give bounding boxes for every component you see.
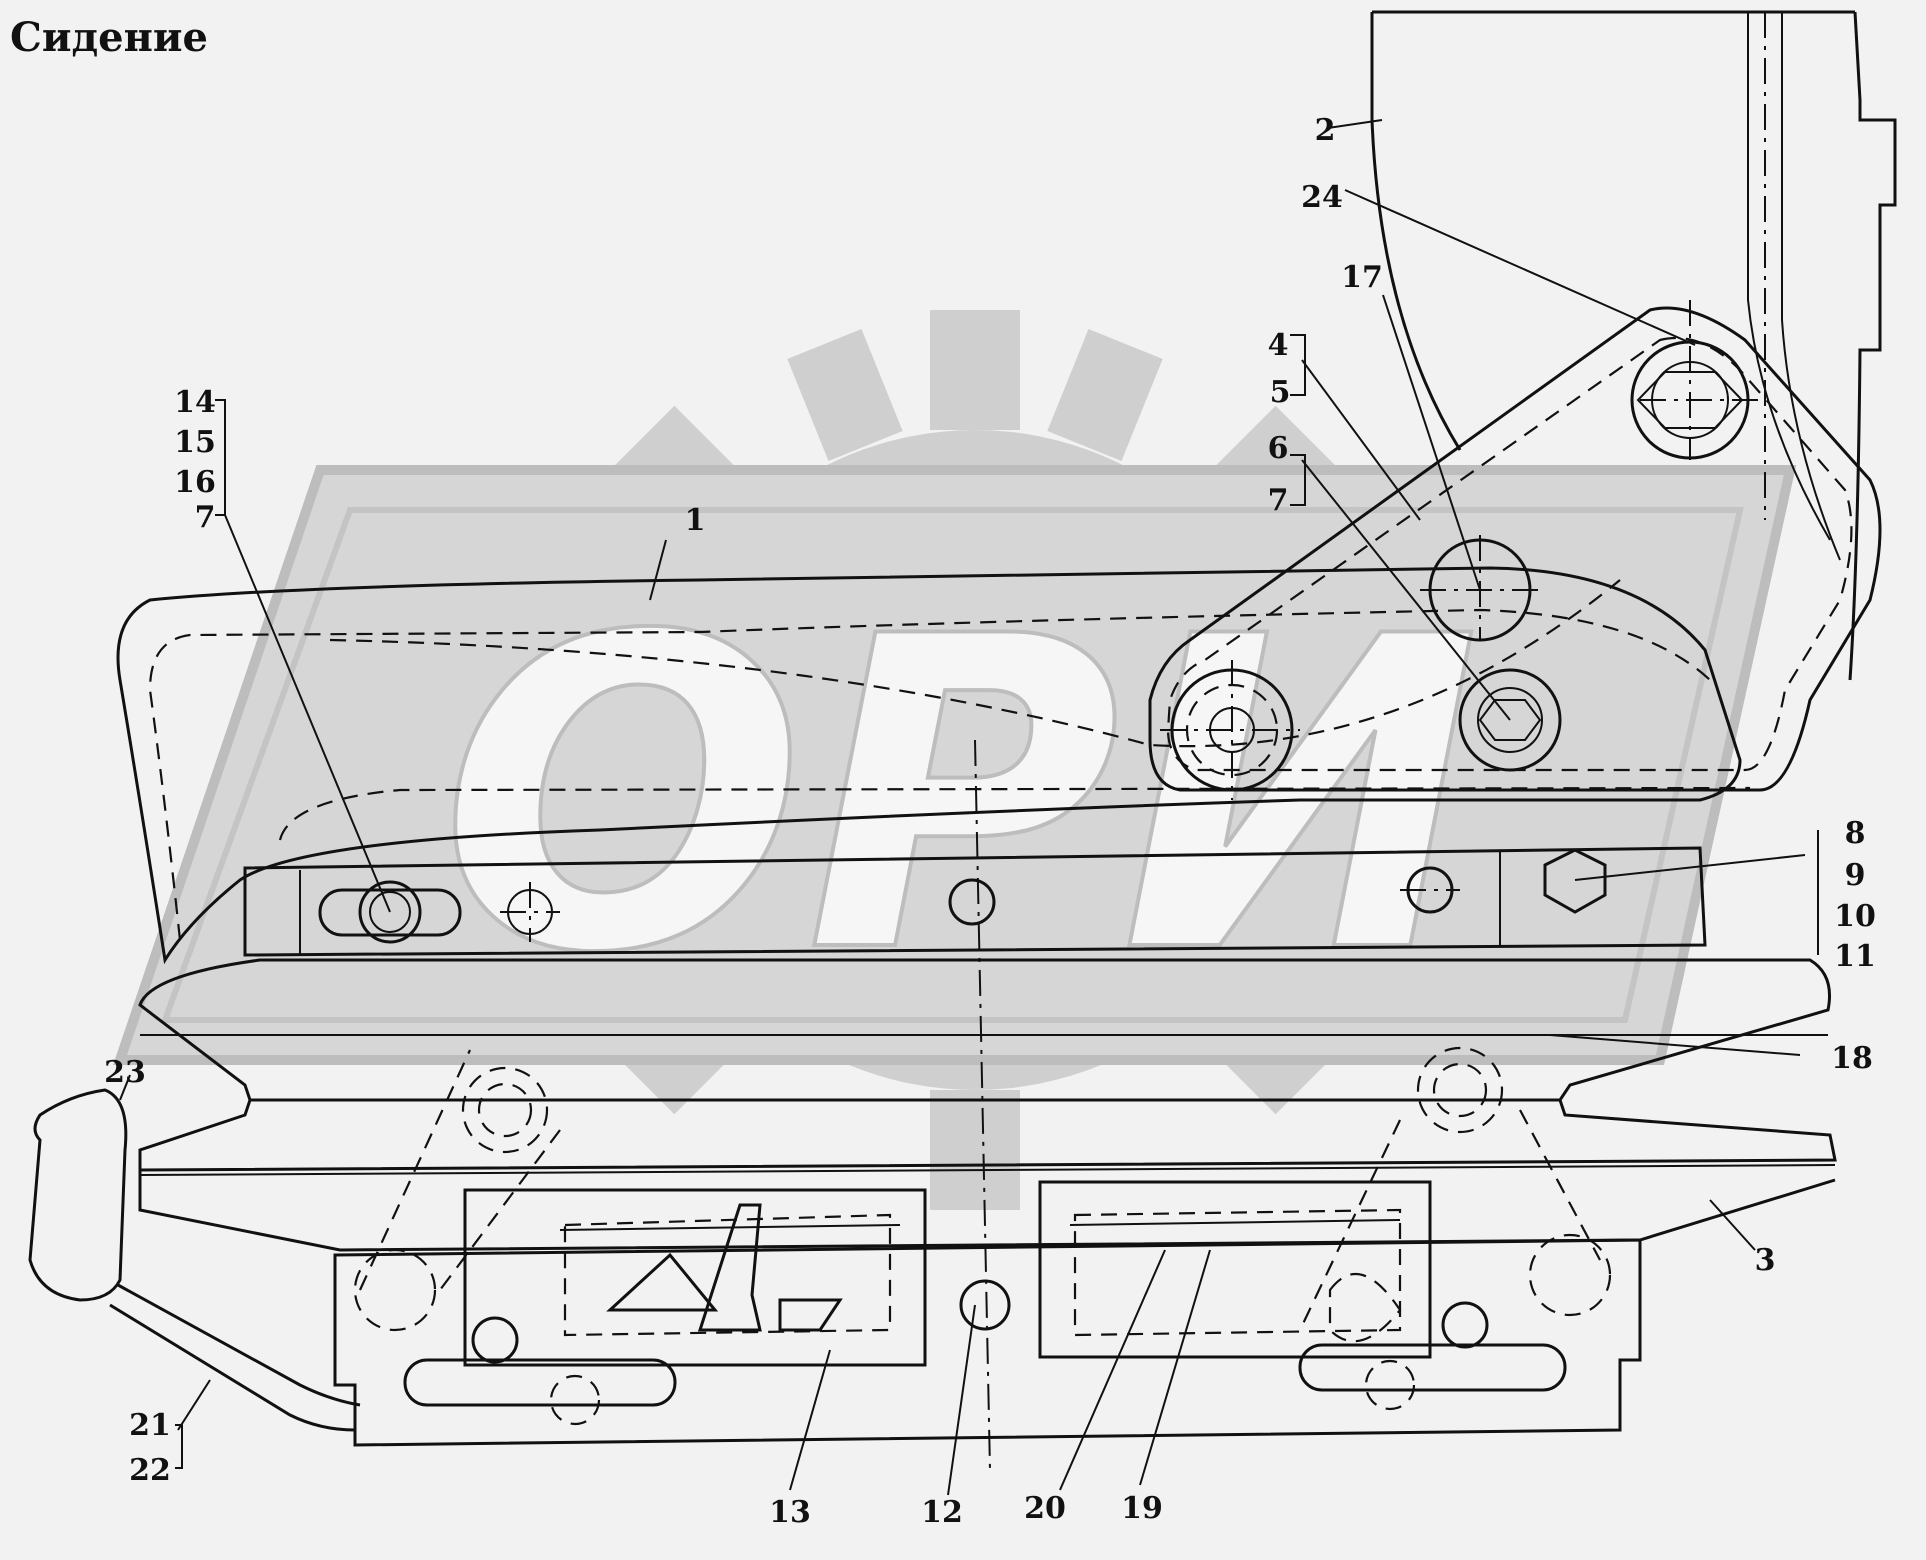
callout-9: 9 — [1845, 858, 1866, 893]
callout-7b: 7 — [1268, 483, 1289, 518]
callout-14: 14 — [174, 385, 216, 420]
callout-16: 16 — [174, 465, 216, 500]
callout-labels: 1 2 3 4 5 6 7 8 9 10 11 12 13 14 15 16 7… — [104, 113, 1876, 1530]
callout-20: 20 — [1024, 1491, 1066, 1526]
seat-base — [28, 739, 1642, 1471]
seat-cushion — [116, 566, 1751, 965]
callout-4: 4 — [1268, 328, 1289, 363]
callout-23: 23 — [104, 1055, 146, 1090]
diagram-title: Сидение — [10, 14, 209, 61]
callout-8: 8 — [1845, 816, 1866, 851]
callout-6: 6 — [1268, 431, 1289, 466]
leader-lines — [119, 119, 1819, 1496]
backrest — [1370, 10, 1897, 681]
callout-18: 18 — [1831, 1041, 1873, 1076]
callout-11: 11 — [1834, 939, 1876, 974]
suspension-bellows — [138, 958, 1837, 1252]
callout-2: 2 — [1315, 113, 1336, 148]
callout-24: 24 — [1301, 180, 1343, 215]
watermark-text: ОРИ — [440, 547, 1481, 1047]
callout-22: 22 — [129, 1453, 171, 1488]
callout-3: 3 — [1755, 1243, 1776, 1278]
callout-21: 21 — [129, 1408, 171, 1443]
callout-17: 17 — [1341, 260, 1383, 295]
callout-10: 10 — [1834, 899, 1876, 934]
callout-7a: 7 — [195, 500, 216, 535]
callout-19: 19 — [1121, 1491, 1163, 1526]
slide-rail-frame — [243, 846, 1707, 957]
callout-12: 12 — [921, 1495, 963, 1530]
callout-1: 1 — [685, 503, 706, 538]
callout-15: 15 — [174, 425, 216, 460]
callout-13: 13 — [769, 1495, 811, 1530]
callout-5: 5 — [1270, 375, 1291, 410]
